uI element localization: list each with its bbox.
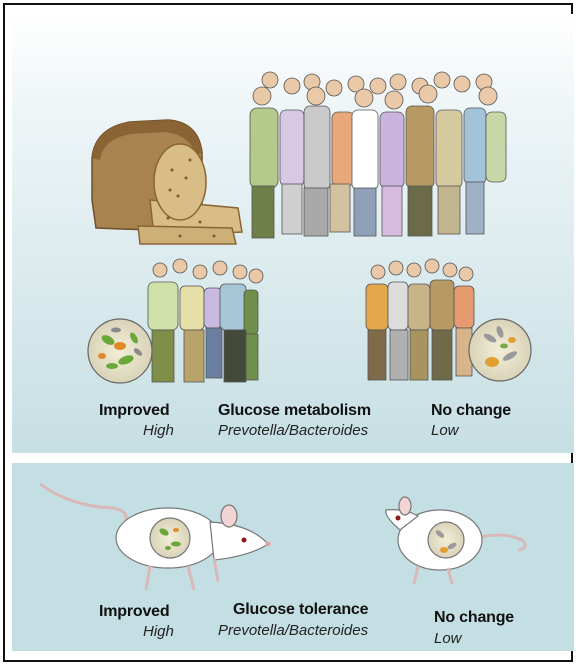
bread-illustration: [92, 120, 242, 244]
human-left-outcome: Improved: [99, 402, 169, 420]
mouse-right-level: Low: [434, 630, 462, 647]
mouse-right-outcome: No change: [434, 609, 514, 627]
crowd-illustration: [250, 72, 506, 238]
human-center-bacteria: Prevotella/Bacteroides: [218, 422, 368, 439]
mouse-center-bacteria: Prevotella/Bacteroides: [218, 622, 368, 639]
mouse-low-illustration: [386, 497, 525, 584]
mouse-left-outcome: Improved: [99, 603, 169, 621]
mouse-left-level: High: [143, 623, 174, 640]
human-center-measure: Glucose metabolism: [218, 402, 371, 420]
human-right-outcome: No change: [431, 402, 511, 420]
mouse-center-measure: Glucose tolerance: [233, 601, 368, 619]
high-responder-group-illustration: [148, 259, 263, 382]
mouse-high-illustration: [40, 484, 271, 590]
gut-microbiome-low-icon: [469, 319, 531, 381]
gut-microbiome-high-icon: [88, 319, 152, 383]
human-right-level: Low: [431, 422, 459, 439]
human-left-level: High: [143, 422, 174, 439]
low-responder-group-illustration: [366, 259, 474, 380]
